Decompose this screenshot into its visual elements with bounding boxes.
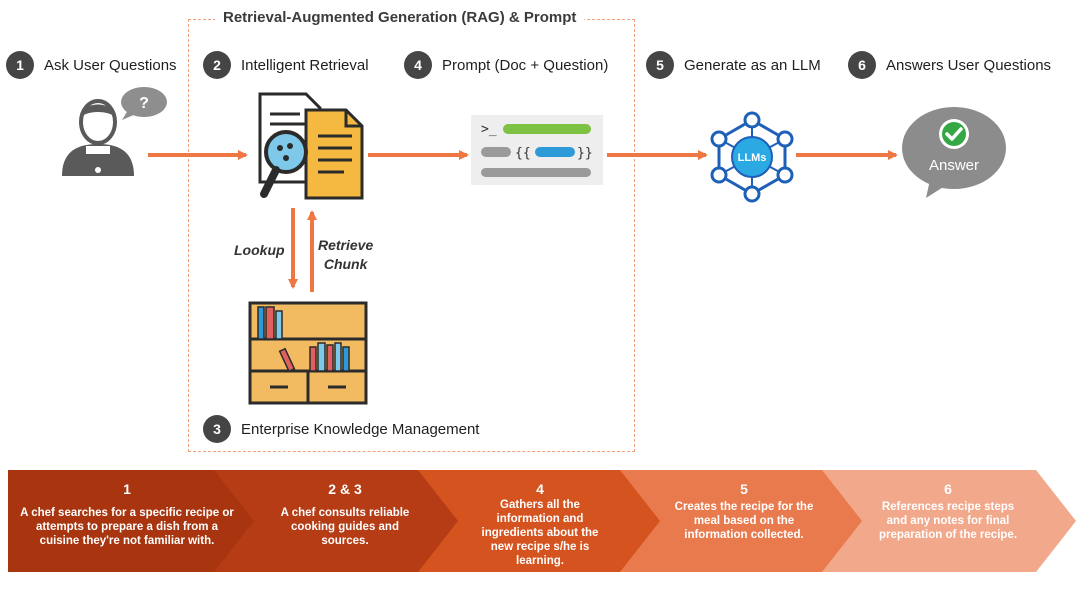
step-badge: 4: [404, 51, 432, 79]
step-2-header: 2 Intelligent Retrieval: [203, 51, 369, 79]
chevron-line: new recipe s/he is: [490, 541, 590, 553]
retrieve-label-line: Retrieve: [318, 237, 374, 253]
step-label: Ask User Questions: [44, 56, 177, 74]
step-3-header: 3 Enterprise Knowledge Management: [203, 415, 479, 443]
chevron-line: attempts to prepare a dish from a: [35, 521, 219, 533]
lookup-label: Lookup: [234, 242, 285, 258]
chevron-line: cuisine they're not familiar with.: [39, 535, 215, 547]
chevron-number: 1: [123, 481, 131, 497]
step-badge: 6: [848, 51, 876, 79]
chevron-line: and any notes for final: [886, 515, 1010, 527]
step-label: Generate as an LLM: [684, 56, 821, 74]
step-1-header: 1 Ask User Questions: [6, 51, 177, 79]
chevron-line: A chef consults reliable: [280, 507, 410, 519]
user-icon: [62, 99, 134, 176]
chevron-2: [618, 470, 862, 572]
chevron-text-4: 5 Creates the recipe for the meal based …: [660, 482, 828, 542]
chevron-number: 2 & 3: [328, 481, 362, 497]
chevron-line: information and: [496, 513, 584, 525]
chevron-line: preparation of the recipe.: [878, 529, 1018, 541]
chevron-line: information collected.: [684, 529, 804, 541]
chevron-line: sources.: [321, 535, 369, 547]
retrieve-chunk-label: Retrieve Chunk: [318, 236, 373, 274]
document-search-icon: [258, 92, 364, 200]
step-label: Enterprise Knowledge Management: [241, 420, 480, 438]
prompt-braces-close: }}: [577, 146, 593, 161]
chevron-text-2: 2 & 3 A chef consults reliable cooking g…: [258, 482, 432, 548]
step-label: Intelligent Retrieval: [241, 56, 369, 74]
chevron-5: [8, 470, 254, 572]
step-badge: 5: [646, 51, 674, 79]
chevron-band: [8, 470, 1076, 572]
chevron-line: Creates the recipe for the: [674, 501, 814, 513]
step-badge: 1: [6, 51, 34, 79]
step-5-header: 5 Generate as an LLM: [646, 51, 821, 79]
chevron-number: 6: [944, 481, 952, 497]
retrieve-label-line: Chunk: [323, 256, 368, 272]
chevron-4: [212, 470, 458, 572]
question-bubble-icon: ?: [121, 87, 167, 120]
step-badge: 2: [203, 51, 231, 79]
chevron-3: [416, 470, 660, 572]
llm-label: LLMs: [738, 152, 767, 164]
chevron-line: learning.: [516, 555, 564, 567]
chevron-number: 4: [536, 481, 544, 497]
chevron-line: Gathers all the: [500, 499, 580, 511]
llm-network-icon: LLMs: [710, 111, 794, 203]
chevron-line: meal based on the: [693, 515, 795, 527]
chevron-line: References recipe steps: [881, 501, 1015, 513]
chevron-1: [820, 470, 1076, 572]
prompt-braces-open: {{: [515, 146, 531, 161]
question-mark: ?: [139, 95, 149, 112]
chevron-text-5: 6 References recipe steps and any notes …: [862, 482, 1034, 542]
step-label: Prompt (Doc + Question): [442, 56, 609, 74]
answer-label: Answer: [929, 157, 979, 174]
step-4-header: 4 Prompt (Doc + Question): [404, 51, 608, 79]
flow-arrows: [148, 150, 898, 292]
chevron-text-1: 1 A chef searches for a specific recipe …: [12, 482, 242, 548]
step-badge: 3: [203, 415, 231, 443]
step-6-header: 6 Answers User Questions: [848, 51, 1051, 79]
bookshelf-icon: [248, 301, 368, 405]
chevron-line: A chef searches for a specific recipe or: [20, 507, 234, 519]
prompt-glyph: >_: [481, 122, 497, 137]
rag-title: Retrieval-Augmented Generation (RAG) & P…: [215, 9, 585, 26]
step-label: Answers User Questions: [886, 56, 1052, 74]
chevron-line: cooking guides and: [291, 521, 399, 533]
chevron-text-3: 4 Gathers all the information and ingred…: [458, 482, 622, 568]
chevron-line: ingredients about the: [481, 527, 599, 539]
answer-bubble-icon: Answer: [902, 107, 1006, 198]
chevron-number: 5: [740, 481, 748, 497]
terminal-prompt-icon: >_ {{ }}: [471, 115, 603, 185]
